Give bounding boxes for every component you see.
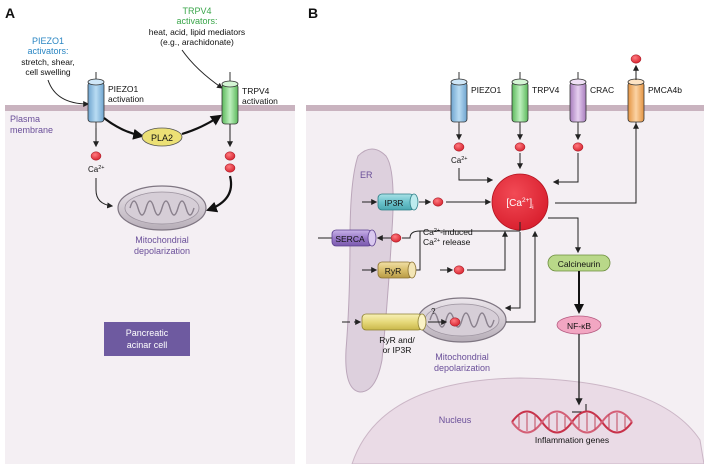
ca-ion: [224, 151, 236, 161]
ca-ion-extruded: [630, 54, 642, 64]
trpv4-ca-to-mito-arrow: [205, 175, 233, 213]
panel-a-label: A: [5, 5, 15, 21]
trpv4-activation-1: TRPV4: [242, 86, 270, 96]
cicr-label-2: Ca2+ release: [423, 237, 471, 247]
trpv4-channel-b: [511, 72, 529, 128]
piezo1-label-b: PIEZO1: [471, 85, 502, 95]
panel-b-label: B: [308, 5, 318, 21]
crac-to-ca-arrow: [552, 153, 579, 185]
trpv4-activators-title-1: TRPV4: [182, 6, 211, 16]
ca-ion: [224, 163, 236, 173]
piezo1-to-pla2-arrow: [103, 117, 145, 140]
ryr-ip3r-channel: [361, 313, 427, 331]
crac-label: CRAC: [590, 85, 614, 95]
ca-label-a: Ca2+: [88, 165, 105, 174]
plasma-membrane-a: [5, 105, 295, 111]
ip3r-label: IP3R: [385, 198, 404, 208]
ca-ion: [432, 197, 444, 207]
inflammation-genes-label: Inflammation genes: [535, 435, 609, 445]
crac-channel: [569, 72, 587, 128]
ca-ion: [453, 265, 465, 275]
trpv4-label-b: TRPV4: [532, 85, 560, 95]
trpv4-channel-a: [221, 72, 239, 128]
ca-ion: [453, 142, 465, 152]
ip3r-channel: [377, 193, 419, 211]
piezo1-activator-arrow: [47, 79, 90, 107]
piezo1-activation-2: activation: [108, 94, 144, 104]
ryr-to-ca-arrow: [467, 230, 508, 271]
mito-to-ca-arrow: [506, 230, 538, 323]
ca-ion: [514, 142, 526, 152]
plasma-membrane-b: [306, 105, 704, 111]
ryr-label: RyR: [385, 266, 402, 276]
pancreatic-acinar-cell-box: [104, 322, 190, 356]
ca-ion: [572, 142, 584, 152]
er-label: ER: [360, 170, 373, 180]
mitochondrion-b: [417, 297, 507, 343]
ca-to-pmca-arrow: [555, 122, 639, 204]
serca-label: SERCA: [335, 234, 365, 244]
mito-depolarization-a-1: Mitochondrial: [135, 235, 189, 245]
cell-label-1: Pancreatic: [126, 328, 169, 338]
piezo1-channel-a: [87, 72, 105, 128]
ca-to-mito-arrow-b: [504, 232, 521, 311]
ryr-ip3r-label-1: RyR and/: [379, 335, 415, 345]
ca-label-b: Ca2+: [451, 156, 468, 165]
ca-ion: [390, 233, 402, 243]
serca-pump: [331, 229, 377, 247]
trpv4-activators-1: heat, acid, lipid mediators: [149, 27, 245, 37]
piezo1-activators-title-2: activators:: [27, 46, 68, 56]
ca-to-calcineurin-arrow: [548, 217, 581, 254]
trpv4-activators-2: (e.g., arachidonate): [160, 37, 234, 47]
piezo1-to-ca-arrow: [458, 168, 494, 183]
panel-b: B Nucleus ER PIEZO1 TRPV4 CRAC: [306, 5, 704, 464]
trpv4-activators-title-2: activators:: [176, 16, 217, 26]
piezo1-activators-1: stretch, shear,: [21, 57, 74, 67]
ca-ion: [90, 151, 102, 161]
cytoplasm-a: [5, 108, 295, 464]
mitochondrion-a: [117, 185, 207, 231]
question-mark: ?: [431, 307, 436, 316]
ca-center-label: [Ca2+]i: [506, 197, 533, 211]
plasma-membrane-label-1: Plasma: [10, 114, 40, 124]
cell-label-2: acinar cell: [127, 340, 168, 350]
ca-ion: [449, 317, 461, 327]
piezo1-activators-title-1: PIEZO1: [32, 36, 64, 46]
pmca4b-label: PMCA4b: [648, 85, 682, 95]
nf-kb-label: NF-κB: [567, 321, 591, 331]
ryr-channel: [377, 261, 417, 279]
piezo1-channel-b: [450, 72, 468, 128]
trpv4-activation-2: activation: [242, 96, 278, 106]
nucleus-label: Nucleus: [439, 415, 472, 425]
mito-depolarization-b-2: depolarization: [434, 363, 490, 373]
panel-a: A PIEZO1 activators: stretch, shear, cel…: [5, 5, 295, 464]
pmca4b-pump: [627, 68, 645, 128]
nucleus: [351, 377, 704, 464]
ca-to-mito-arrow-a: [95, 178, 114, 209]
mito-depolarization-b-1: Mitochondrial: [435, 352, 489, 362]
plasma-membrane-label-2: membrane: [10, 125, 53, 135]
trpv4-activator-arrow: [181, 49, 223, 89]
ryr-ip3r-label-2: or IP3R: [383, 345, 412, 355]
piezo1-activation-1: PIEZO1: [108, 84, 139, 94]
cicr-label-1: Ca2+-induced: [423, 227, 473, 237]
dna-helix: [511, 410, 633, 434]
calcineurin-label: Calcineurin: [558, 259, 601, 269]
pla2-enzyme: [141, 127, 183, 147]
piezo1-activators-2: cell swelling: [25, 67, 71, 77]
pla2-label: PLA2: [151, 133, 173, 143]
pla2-to-trpv4-arrow: [181, 114, 222, 136]
mito-depolarization-a-2: depolarization: [134, 246, 190, 256]
